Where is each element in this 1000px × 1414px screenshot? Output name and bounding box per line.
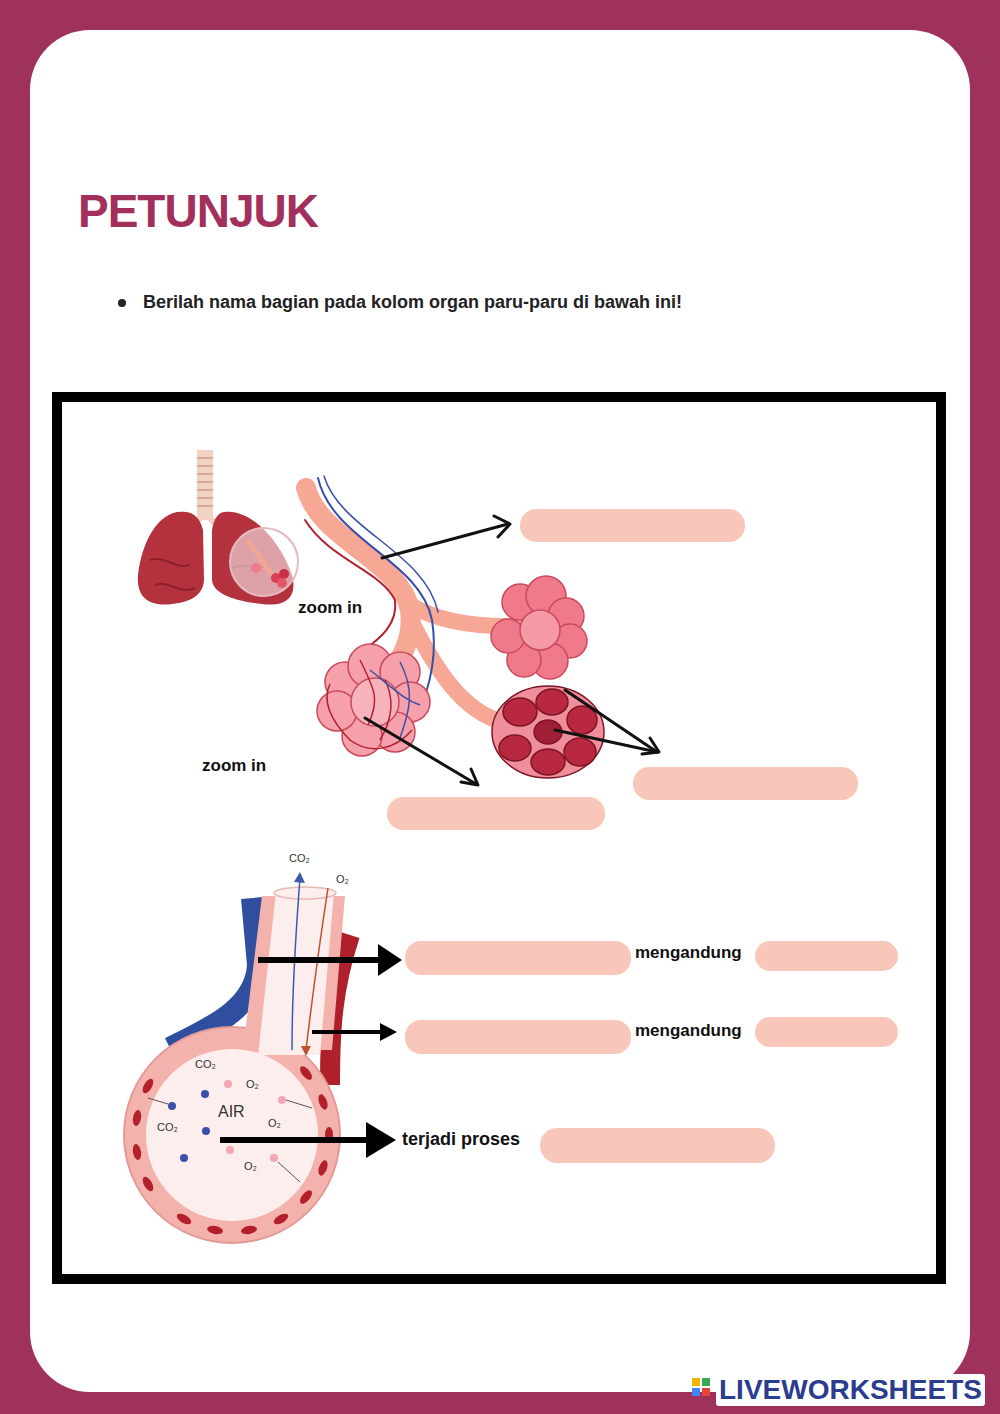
watermark: LIVEWORKSHEETS bbox=[716, 1374, 985, 1406]
gas-label: O₂ bbox=[336, 873, 349, 886]
gas-label: CO₂ bbox=[195, 1058, 216, 1071]
gas-label: O₂ bbox=[268, 1117, 281, 1130]
zoom-label: zoom in bbox=[202, 756, 266, 776]
process-label: terjadi proses bbox=[402, 1129, 520, 1150]
page-title: PETUNJUK bbox=[78, 188, 318, 234]
gas-label: CO₂ bbox=[157, 1121, 178, 1134]
gas-label: CO₂ bbox=[289, 852, 310, 865]
air-label: AIR bbox=[218, 1103, 245, 1121]
instruction-text: Berilah nama bagian pada kolom organ par… bbox=[143, 292, 682, 313]
contains-label: mengandung bbox=[635, 943, 742, 963]
gas-label: O₂ bbox=[246, 1078, 259, 1091]
gas-label: O₂ bbox=[244, 1160, 257, 1173]
zoom-label: zoom in bbox=[298, 598, 362, 618]
contains-label: mengandung bbox=[635, 1021, 742, 1041]
